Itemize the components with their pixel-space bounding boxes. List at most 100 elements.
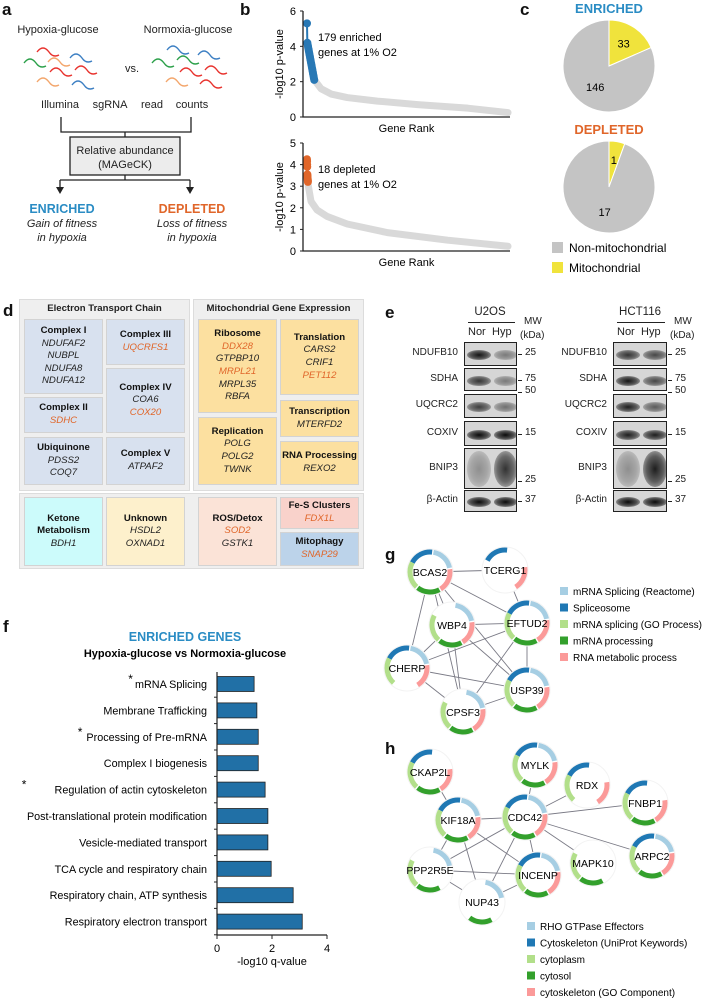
network-node-cpsf3[interactable]: CPSF3: [439, 688, 487, 736]
node-label: WBP4: [437, 620, 467, 632]
y-tick-label: 1: [290, 224, 296, 236]
node-category-arc: [512, 754, 524, 782]
node-category-arc: [505, 794, 528, 809]
network-node-cdc42[interactable]: CDC42: [501, 793, 549, 841]
node-background: [481, 546, 529, 594]
mw-tick: [668, 481, 672, 482]
mw-marker: 25: [675, 474, 687, 485]
network-node-cherp[interactable]: CHERP: [383, 644, 431, 692]
network-node-fnbp1[interactable]: FNBP1: [621, 779, 669, 827]
network-node-nup43[interactable]: NUP43: [458, 878, 506, 926]
network-node-bcas2[interactable]: BCAS2: [406, 548, 454, 596]
gene-name: TWNK: [223, 463, 252, 475]
category-title: Mitophagy: [295, 536, 344, 548]
sgrna-reads-normoxia-icon: [151, 45, 228, 89]
node-category-arc: [511, 830, 536, 840]
bar: [216, 781, 266, 798]
enriched-desc-1: Gain of fitness: [27, 218, 98, 230]
network-node-usp39[interactable]: USP39: [503, 666, 551, 714]
panel-label-b: b: [240, 0, 250, 19]
network-node-tcerg1[interactable]: TCERG1: [481, 546, 529, 594]
gene-name: ATPAF2: [128, 461, 163, 472]
node-label: PPP2R5E: [406, 865, 453, 877]
gene-name: COX20: [129, 406, 162, 418]
panel-label-e: e: [385, 303, 394, 322]
network-node-ppp2r5e[interactable]: PPP2R5E: [406, 846, 454, 894]
node-category-arc: [460, 797, 481, 817]
mw-tick: [668, 379, 672, 381]
protein-band: [643, 402, 666, 412]
node-category-arc: [536, 619, 550, 643]
node-category-arc: [629, 845, 641, 873]
blot-uqcrc2: [613, 394, 667, 418]
network-node-kif18a[interactable]: KIF18A: [434, 796, 482, 844]
network-node-wbp4[interactable]: WBP4: [428, 601, 476, 649]
depleted-title: DEPLETED: [159, 202, 226, 216]
node-background: [514, 851, 562, 899]
chart-subtitle: Hypoxia-glucose vs Normoxia-glucose: [84, 648, 286, 660]
y-tick-label: 4: [290, 41, 296, 53]
network-node-eftud2[interactable]: EFTUD2: [503, 599, 551, 647]
network-node-rdx[interactable]: RDX: [563, 761, 611, 809]
category-label: Complex I biogenesis: [104, 758, 208, 770]
node-category-arc: [467, 816, 481, 840]
legend-label: cytoskeleton (GO Component): [540, 988, 675, 999]
category-title: Complex II: [39, 402, 88, 414]
blot-actin: [464, 490, 517, 512]
split-connector: [59, 175, 191, 188]
pie-title: ENRICHED: [575, 1, 643, 16]
category-title: Complex III: [119, 329, 172, 341]
legend-label: mRNA processing: [573, 637, 653, 648]
panel-label-g: g: [385, 545, 395, 564]
significance-star: *: [22, 778, 27, 792]
mw-marker: 15: [675, 426, 687, 438]
node-background: [383, 644, 431, 692]
mw-marker: 75: [675, 372, 687, 384]
mw-header: MW: [524, 316, 542, 327]
network-node-mylk[interactable]: MYLK: [511, 741, 559, 789]
node-category-arc: [429, 614, 441, 642]
node-label: MAPK10: [572, 858, 614, 870]
network-node-arpc2[interactable]: ARPC2: [628, 832, 676, 880]
node-category-arc: [544, 761, 558, 785]
gene-name: SNAP29: [301, 549, 338, 560]
gene-name: COQ7: [49, 467, 78, 479]
node-label: TCERG1: [484, 565, 527, 577]
network-node-incenp[interactable]: INCENP: [514, 851, 562, 899]
network-node-ckap2l[interactable]: CKAP2L: [406, 748, 454, 796]
legend-swatch: [552, 262, 563, 273]
node-category-arc: [468, 915, 493, 925]
category-label: Membrane Trafficking: [103, 705, 207, 717]
node-label: USP39: [510, 685, 543, 697]
node-category-arc: [540, 852, 561, 872]
node-category-arc: [536, 686, 550, 710]
x-axis-label: Gene Rank: [379, 123, 435, 135]
x-axis-label: -log10 q-value: [237, 956, 307, 968]
lane-label-hyp: Hyp: [492, 326, 512, 338]
blot-row-label: COXIV: [426, 426, 458, 438]
network-node-mapk10[interactable]: MAPK10: [569, 839, 617, 887]
panel-label-h: h: [385, 739, 395, 758]
bar: [216, 728, 259, 745]
panel-label-c: c: [520, 0, 529, 19]
protein-band: [467, 451, 491, 487]
gene-name: NUBPL: [47, 350, 80, 362]
mw-tick: [668, 501, 672, 502]
category-title: RNA Processing: [282, 450, 357, 462]
node-category-arc: [527, 794, 548, 814]
node-category-arc: [622, 792, 634, 820]
node-category-arc: [625, 780, 648, 795]
node-background: [503, 599, 551, 647]
node-background: [458, 878, 506, 926]
node-background: [503, 666, 551, 714]
background-gene-curve: [304, 180, 512, 250]
node-background: [628, 832, 676, 880]
mw-tick: [518, 501, 522, 502]
node-background: [428, 601, 476, 649]
node-category-arc: [416, 585, 441, 595]
category-title: Fe-S Clusters: [288, 500, 351, 512]
